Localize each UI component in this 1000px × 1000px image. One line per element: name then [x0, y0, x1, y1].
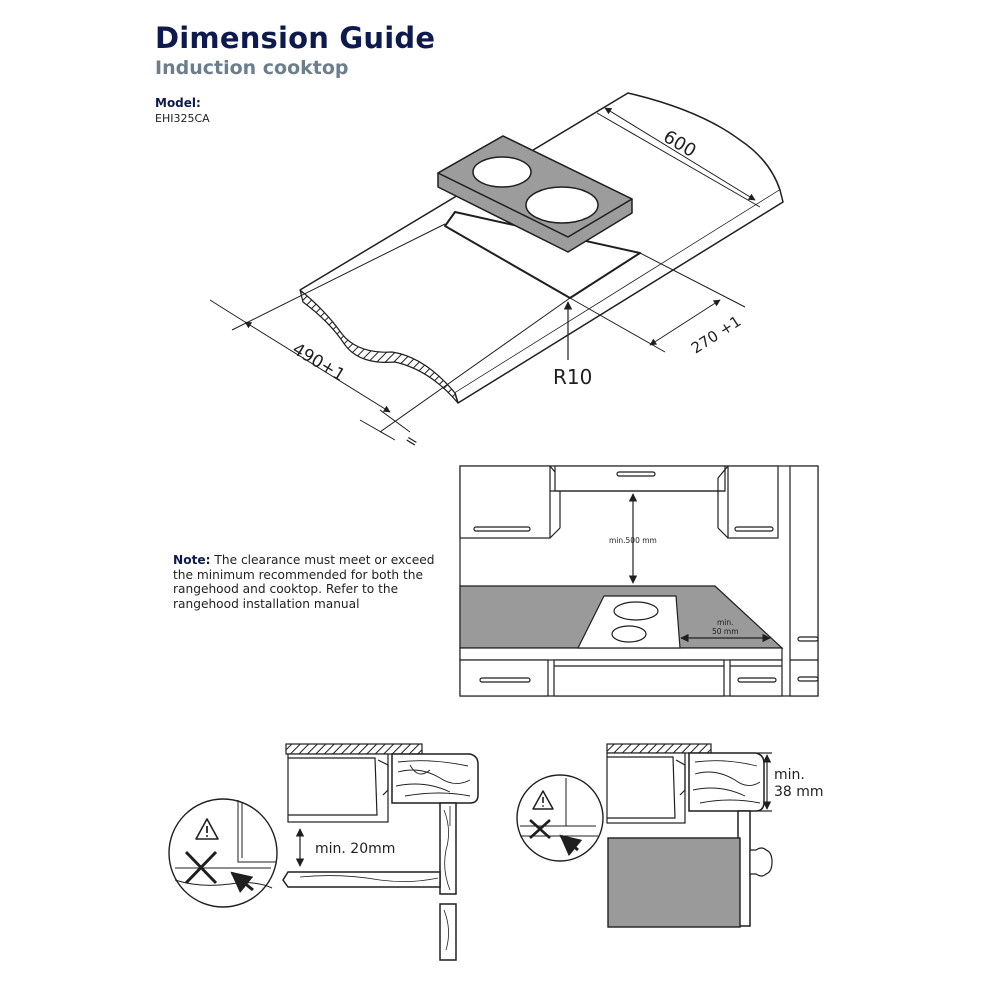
side-panel-lower [439, 903, 457, 961]
note-label: Note: [173, 553, 211, 567]
side-clearance-label-line2: 50 mm [712, 627, 739, 636]
cooktop-burner-large [525, 186, 599, 224]
dim-490-label: 490+1 [289, 339, 349, 386]
cooktop-glass-edge-right [606, 743, 712, 754]
oven-block [607, 837, 741, 928]
side-clearance-label-line1: min. [717, 618, 734, 627]
warning-icon-right [532, 790, 554, 810]
model-value: EHI325CA [155, 112, 210, 125]
radius-label: R10 [553, 365, 592, 389]
thickness-label-line2: 38 mm [774, 784, 824, 800]
oven-knob [749, 847, 773, 877]
cooktop-burner-small [472, 156, 532, 188]
bench-thickness-diagram [516, 743, 773, 928]
page-title: Dimension Guide [155, 21, 436, 55]
cutout-diagram [209, 92, 784, 441]
shelf [282, 871, 441, 888]
benchtop-wood [391, 753, 479, 804]
upper-cabinet-right-handle [734, 526, 774, 532]
rangehood [554, 465, 726, 492]
cooktop-body [287, 753, 389, 823]
gap-clearance-label: min. 20mm [315, 841, 395, 857]
warning-zoom-circle-right [516, 774, 604, 862]
clearance-note: Note: The clearance must meet or exceed … [173, 553, 443, 611]
cooktop [437, 135, 633, 253]
upper-cabinet-left [459, 465, 551, 539]
warning-icon [195, 818, 219, 840]
hood-clearance-label: min.500 mm [609, 536, 657, 545]
dim-270-label: 270 +1 [688, 312, 744, 357]
note-text: The clearance must meet or exceed the mi… [173, 553, 435, 611]
cooktop-body-right [606, 752, 686, 824]
kitchen-diagram [459, 465, 819, 697]
upper-cabinet-right [727, 465, 779, 539]
side-panel [439, 802, 457, 895]
model-label: Model: [155, 96, 201, 110]
cooktop-glass-edge [285, 743, 423, 755]
under-clearance-diagram [168, 743, 479, 961]
upper-cabinet-left-handle [473, 526, 531, 532]
pantry-cabinet [789, 465, 819, 697]
thickness-label-line1: min. [774, 767, 805, 783]
rangehood-handle [616, 471, 656, 477]
page-subtitle: Induction cooktop [155, 57, 349, 79]
equal-mark: = [402, 430, 422, 452]
